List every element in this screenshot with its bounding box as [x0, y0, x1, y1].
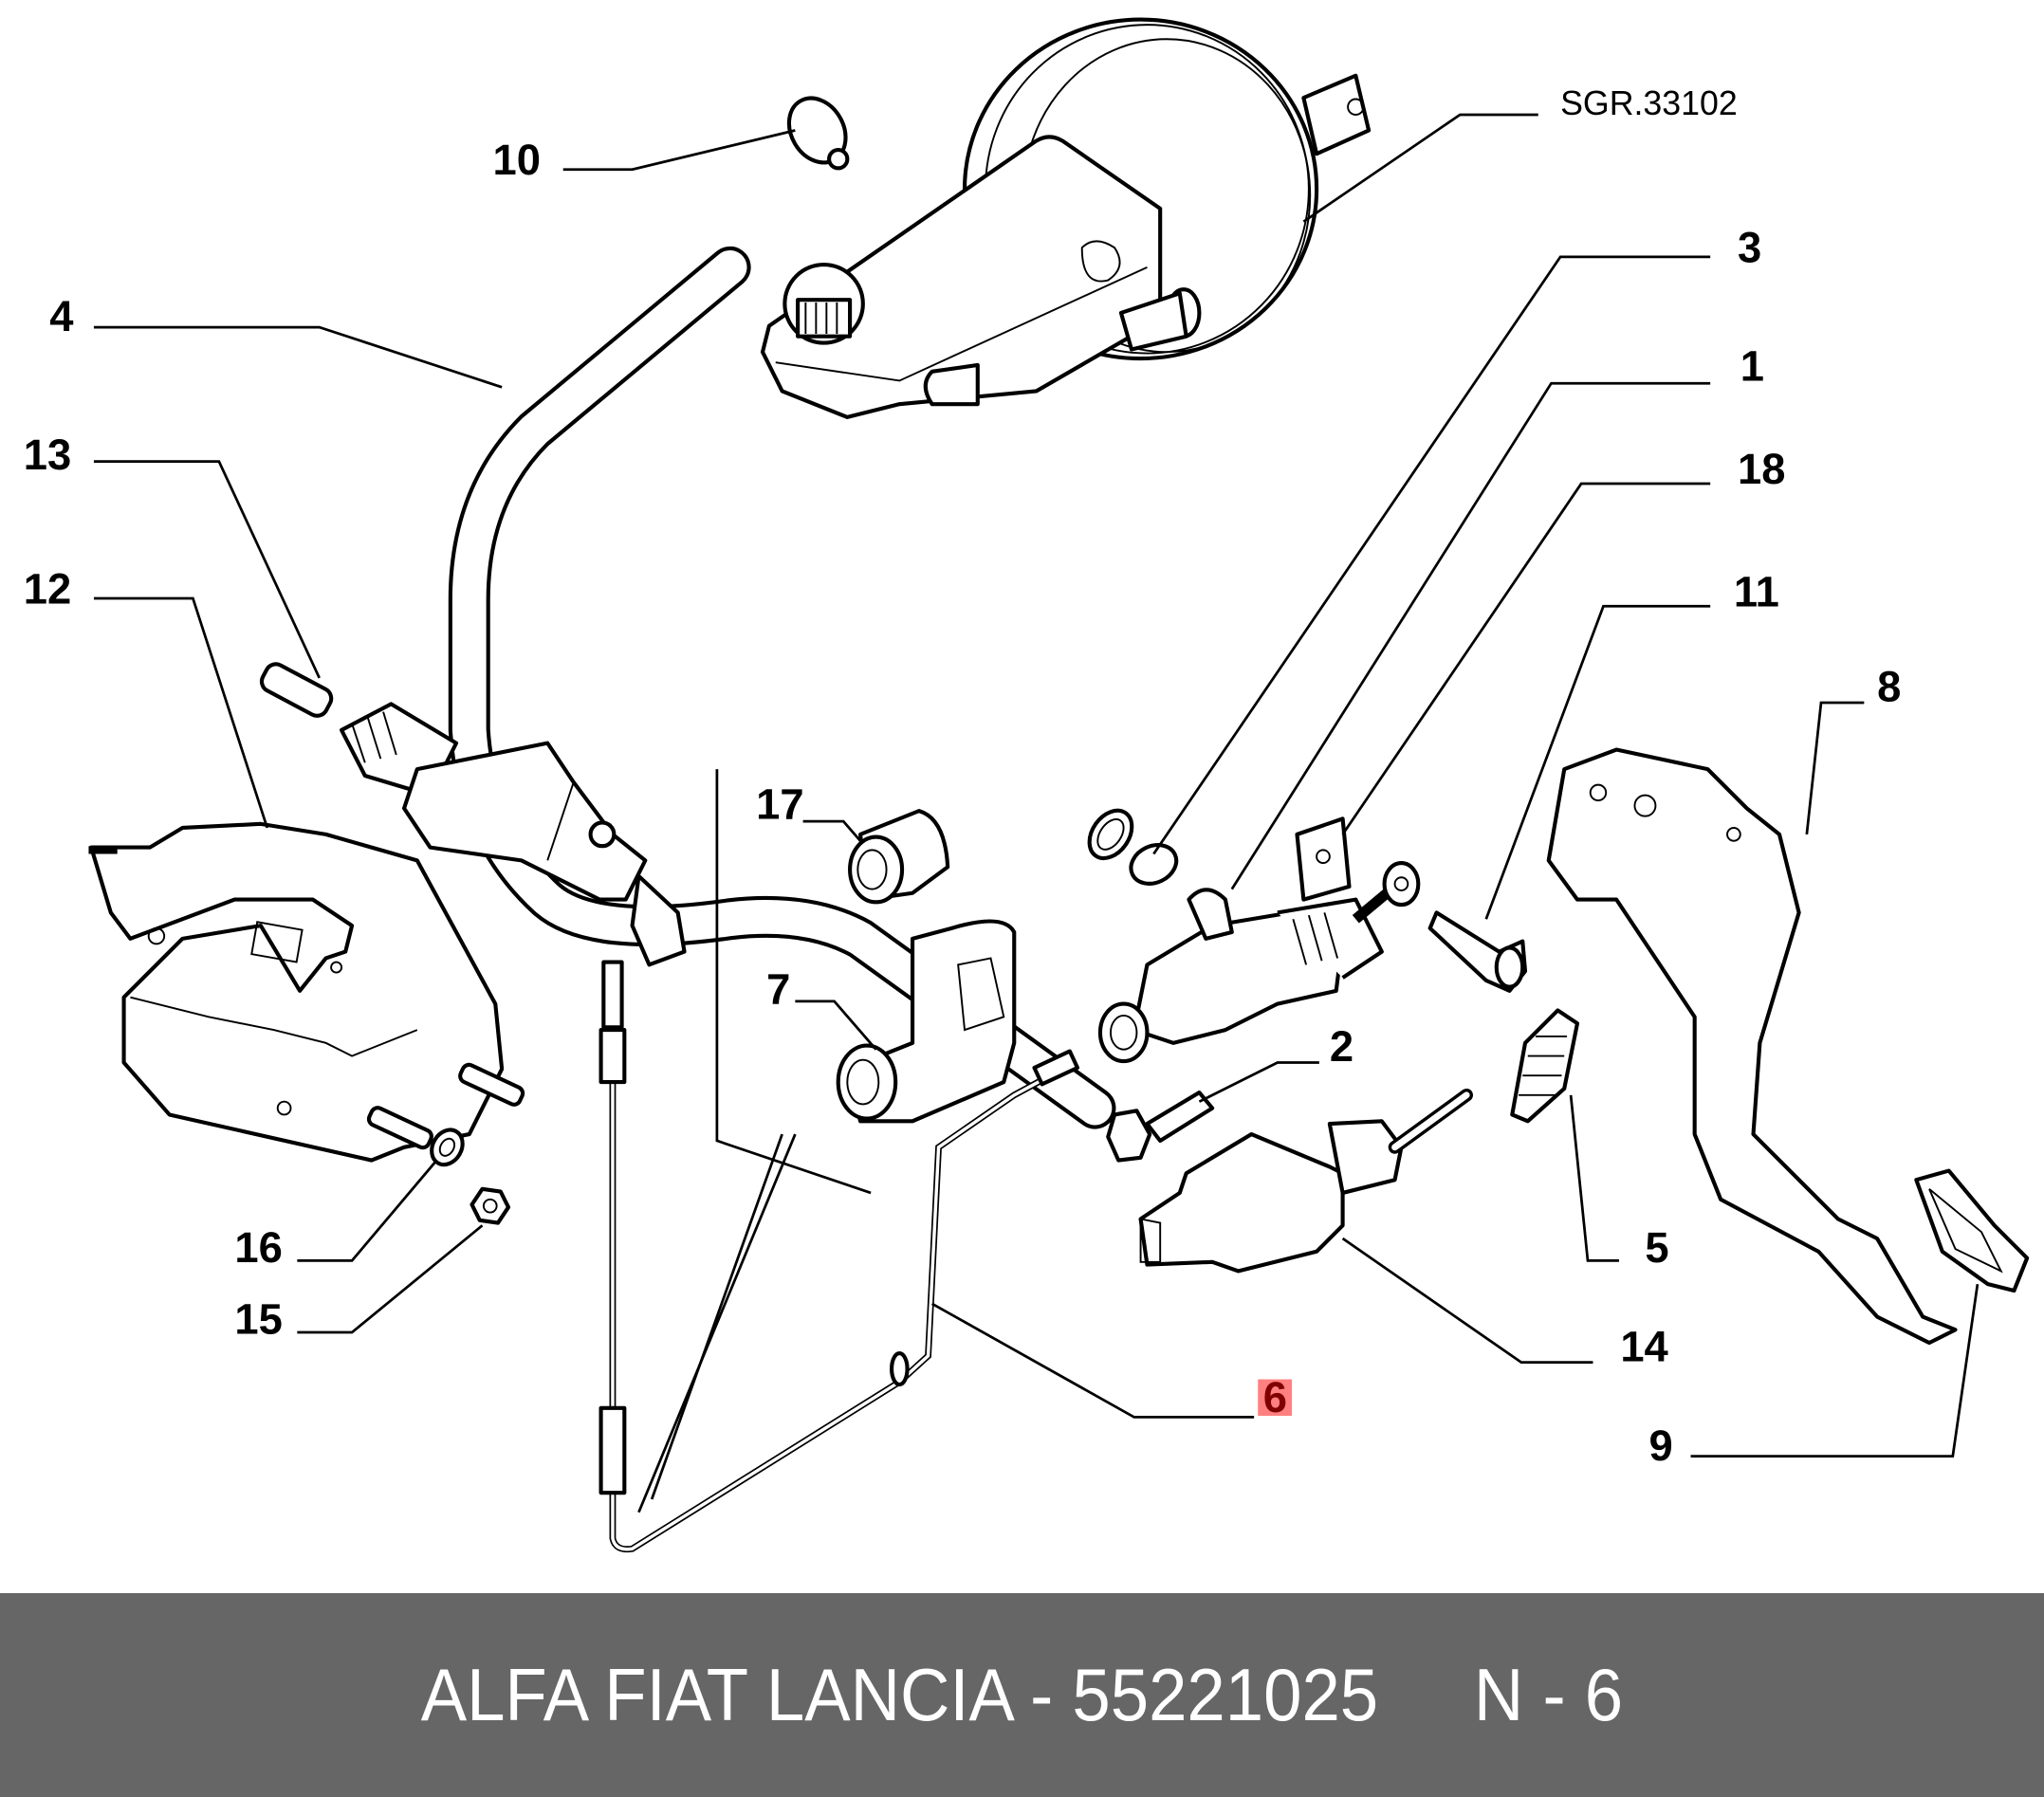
leader-line-sgr	[1302, 113, 1538, 223]
washer-part-16	[430, 1128, 465, 1167]
clutch-master-cylinder-part-1	[1097, 861, 1421, 1064]
leader-line-11	[1484, 604, 1711, 920]
hose-clamp-part-10	[786, 96, 850, 171]
exploded-parts-diagram: SGR.33102 10 4 13 12 3 1 18 11 8 17 7 2 …	[24, 17, 2030, 1553]
footer-title: ALFA FIAT LANCIA - 55221025 N - 6	[420, 1653, 1624, 1736]
footer-bar: ALFA FIAT LANCIA - 55221025 N - 6	[0, 1593, 2044, 1797]
callout-18[interactable]: 18	[1738, 445, 1785, 493]
callout-11[interactable]: 11	[1734, 567, 1779, 615]
leader-line-17	[802, 819, 862, 842]
leader-line-9	[1690, 1283, 1980, 1458]
leader-line-4	[93, 325, 503, 389]
callout-5[interactable]: 5	[1645, 1223, 1668, 1272]
hose-clamp-part-3	[1129, 843, 1179, 886]
callout-12[interactable]: 12	[24, 565, 71, 614]
callout-8[interactable]: 8	[1877, 663, 1901, 711]
callout-13[interactable]: 13	[24, 431, 71, 479]
leader-line-18	[1341, 482, 1711, 835]
callout-3[interactable]: 3	[1738, 223, 1761, 271]
leader-line-16	[297, 1159, 438, 1262]
callout-7[interactable]: 7	[766, 965, 790, 1014]
pivot-pin-part-11	[1427, 910, 1528, 993]
callout-2[interactable]: 2	[1330, 1022, 1353, 1071]
callout-14[interactable]: 14	[1620, 1322, 1667, 1370]
leader-line-5	[1569, 1094, 1619, 1262]
clutch-pedal-part-8	[1546, 747, 1958, 1346]
clutch-pipe-part-6	[598, 769, 1080, 1553]
leader-line-14	[1341, 1237, 1593, 1365]
retaining-clip-part-18	[1295, 816, 1352, 902]
leader-line-12	[93, 596, 269, 829]
leader-line-15	[297, 1224, 484, 1334]
callout-1[interactable]: 1	[1740, 341, 1764, 390]
mounting-bracket-part-12	[88, 821, 525, 1163]
callout-16[interactable]: 16	[234, 1223, 282, 1272]
callout-17[interactable]: 17	[756, 779, 803, 828]
bushing-part-17	[848, 809, 950, 905]
leader-line-6	[930, 1302, 1255, 1419]
leader-line-7	[795, 999, 877, 1051]
clutch-pedal-switch-part-14	[1138, 1088, 1474, 1274]
pedal-stop-part-5	[1510, 1008, 1580, 1124]
leader-line-1	[1230, 381, 1711, 890]
leader-lines	[93, 113, 1980, 1513]
callout-9[interactable]: 9	[1649, 1421, 1673, 1470]
nut-part-15	[470, 1186, 511, 1225]
pedal-pad-part-9	[1914, 1168, 2030, 1293]
leader-line-2	[1198, 1061, 1319, 1103]
callout-6[interactable]: 6	[1263, 1373, 1287, 1421]
leader-line-10	[562, 129, 796, 172]
leader-line-6c	[637, 1133, 797, 1513]
brake-fluid-reservoir	[760, 135, 1202, 419]
leader-line-8	[1805, 701, 1865, 835]
clutch-sensor-part-7	[836, 919, 1017, 1124]
callout-15[interactable]: 15	[234, 1294, 282, 1343]
leader-line-3	[1152, 255, 1711, 855]
hose-part-4	[448, 246, 1134, 1129]
reference-code: SGR.33102	[1560, 84, 1738, 122]
bolt-part-2	[1106, 1091, 1215, 1163]
leader-line-13	[93, 460, 321, 679]
leader-line-6b	[650, 1133, 783, 1500]
callout-6-highlight	[1258, 1379, 1292, 1417]
callout-10[interactable]: 10	[493, 136, 541, 184]
clutch-slave-cylinder-part-13	[259, 662, 687, 967]
callout-4[interactable]: 4	[49, 292, 73, 340]
